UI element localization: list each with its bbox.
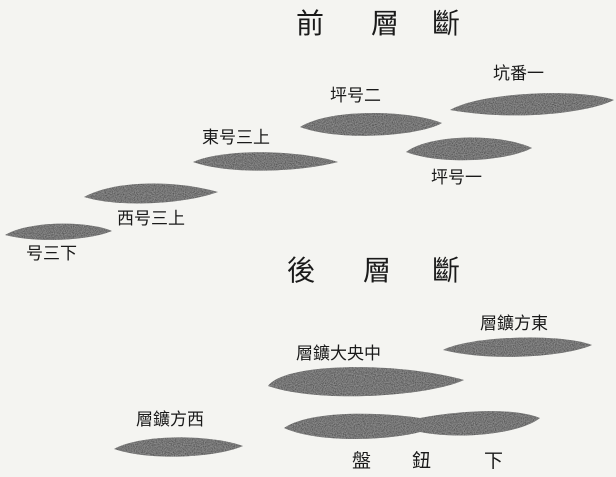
label-footwall-char-2: 鈕 (412, 450, 432, 472)
front-heading-char-2: 層 (371, 7, 400, 40)
lens-pit-1 (450, 93, 614, 116)
back-heading-char-1: 後 (287, 254, 316, 287)
lens-central-vein (268, 367, 464, 397)
lens-no3-lower (5, 223, 112, 240)
back-heading-char-2: 層 (363, 254, 392, 287)
front-heading-char-3: 斷 (432, 7, 461, 40)
label-ping-1: 坪号一 (431, 168, 482, 188)
label-east-vein: 層鑛方東 (480, 314, 548, 334)
label-central-vein: 層鑛大央中 (296, 344, 381, 364)
label-west-3-upper: 西号三上 (117, 209, 185, 229)
lens-west-vein (114, 437, 243, 457)
label-west-vein: 層鑛方西 (136, 410, 204, 430)
lens-east-3-upper (193, 152, 338, 171)
back-heading-char-3: 斷 (432, 254, 461, 287)
front-heading-char-1: 前 (296, 7, 325, 40)
label-pit-1: 坑番一 (493, 64, 544, 84)
lens-ping-1 (406, 137, 532, 161)
label-no3-lower: 号三下 (26, 244, 77, 264)
lens-footwall (284, 411, 540, 439)
label-footwall-char-1: 盤 (352, 450, 372, 472)
label-ping-2: 坪号二 (330, 86, 381, 106)
lens-ping-2 (300, 112, 442, 136)
lens-east-vein (443, 337, 592, 357)
label-east-3-upper: 東号三上 (202, 128, 270, 148)
label-footwall-char-3: 下 (484, 450, 504, 472)
lens-west-3-upper (84, 183, 218, 204)
